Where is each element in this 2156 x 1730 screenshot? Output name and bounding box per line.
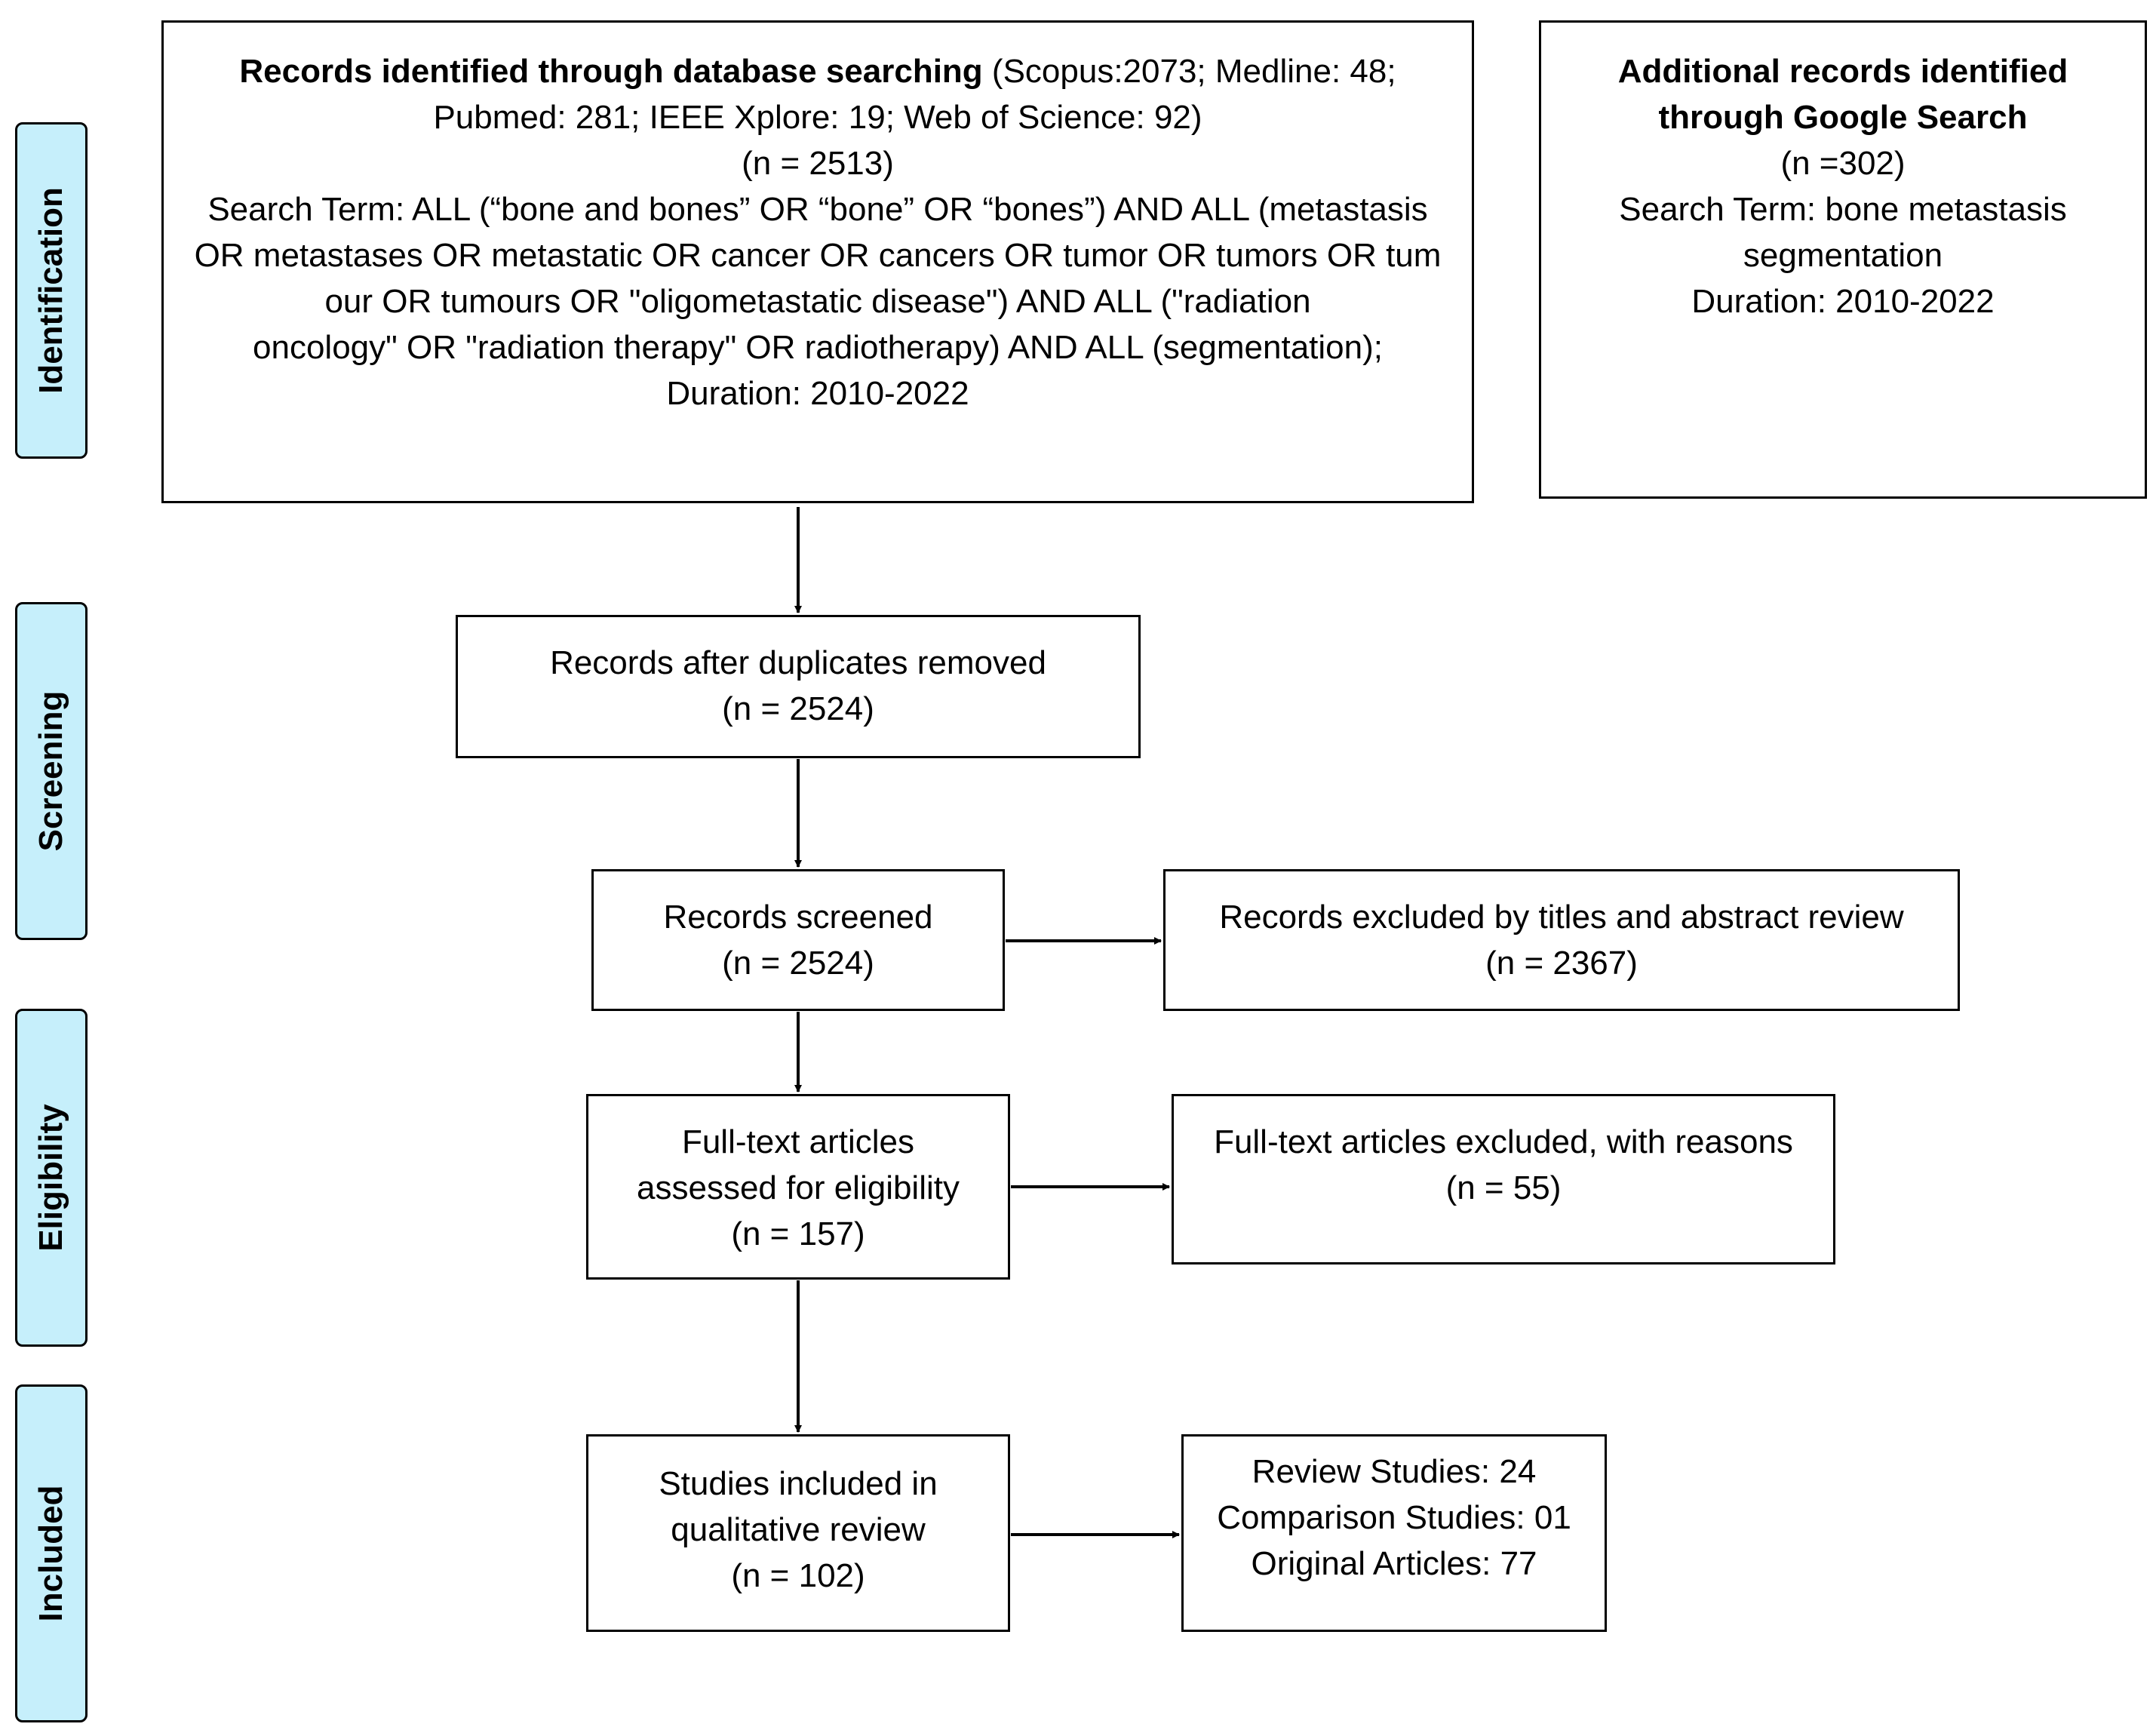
duplicates-removed-label: Records after duplicates removed bbox=[550, 644, 1046, 681]
google-search-line1: Search Term: bone metastasis bbox=[1619, 191, 2067, 228]
comparison-studies-count: Comparison Studies: 01 bbox=[1217, 1499, 1571, 1536]
google-search-line2: segmentation bbox=[1743, 237, 1943, 274]
database-sources-line1: (Scopus:2073; Medline: 48; bbox=[982, 53, 1396, 90]
records-screened-box: Records screened (n = 2524) bbox=[591, 869, 1005, 1011]
google-heading-line2: through Google Search bbox=[1658, 99, 2028, 136]
google-search-box: Additional records identified through Go… bbox=[1539, 20, 2147, 499]
fulltext-assessed-line2: assessed for eligibility bbox=[637, 1169, 960, 1206]
google-count: (n =302) bbox=[1780, 145, 1906, 182]
duplicates-removed-box: Records after duplicates removed (n = 25… bbox=[456, 615, 1141, 758]
stage-eligibility: Eligibility bbox=[15, 1009, 88, 1347]
database-search-box: Records identified through database sear… bbox=[161, 20, 1474, 503]
stage-included: Included bbox=[15, 1384, 88, 1722]
fulltext-assessed-line1: Full-text articles bbox=[681, 1123, 915, 1160]
database-count: (n = 2513) bbox=[742, 145, 894, 182]
study-breakdown-box: Review Studies: 24 Comparison Studies: 0… bbox=[1181, 1434, 1607, 1632]
database-heading-line: Records identified through database sear… bbox=[164, 48, 1472, 94]
database-duration: Duration: 2010-2022 bbox=[666, 375, 969, 412]
records-excluded-count: (n = 2367) bbox=[1485, 945, 1638, 982]
database-heading: Records identified through database sear… bbox=[239, 53, 983, 90]
database-sources-line2: Pubmed: 281; IEEE Xplore: 19; Web of Sci… bbox=[433, 99, 1202, 136]
fulltext-assessed-count: (n = 157) bbox=[731, 1215, 865, 1252]
fulltext-assessed-box: Full-text articles assessed for eligibil… bbox=[586, 1094, 1010, 1280]
stage-screening: Screening bbox=[15, 602, 88, 940]
fulltext-excluded-box: Full-text articles excluded, with reason… bbox=[1172, 1094, 1835, 1264]
studies-included-line1: Studies included in bbox=[659, 1465, 938, 1502]
google-duration: Duration: 2010-2022 bbox=[1691, 283, 1995, 320]
google-heading-line1: Additional records identified bbox=[1617, 53, 2068, 90]
studies-included-line2: qualitative review bbox=[671, 1511, 926, 1548]
review-studies-count: Review Studies: 24 bbox=[1252, 1453, 1537, 1490]
fulltext-excluded-count: (n = 55) bbox=[1445, 1169, 1562, 1206]
studies-included-count: (n = 102) bbox=[731, 1557, 865, 1594]
records-screened-label: Records screened bbox=[663, 899, 933, 936]
database-search-line1: Search Term: ALL (“bone and bones” OR “b… bbox=[207, 191, 1428, 228]
records-screened-count: (n = 2524) bbox=[722, 945, 874, 982]
database-search-line4: oncology" OR "radiation therapy" OR radi… bbox=[253, 329, 1383, 366]
database-search-line3: our OR tumours OR "oligometastatic disea… bbox=[324, 283, 1311, 320]
studies-included-box: Studies included in qualitative review (… bbox=[586, 1434, 1010, 1632]
records-excluded-label: Records excluded by titles and abstract … bbox=[1219, 899, 1904, 936]
stage-identification: Identification bbox=[15, 122, 88, 459]
database-search-line2: OR metastases OR metastatic OR cancer OR… bbox=[194, 237, 1442, 274]
fulltext-excluded-label: Full-text articles excluded, with reason… bbox=[1214, 1123, 1793, 1160]
duplicates-removed-count: (n = 2524) bbox=[722, 690, 874, 727]
records-excluded-box: Records excluded by titles and abstract … bbox=[1163, 869, 1960, 1011]
original-articles-count: Original Articles: 77 bbox=[1251, 1545, 1537, 1582]
